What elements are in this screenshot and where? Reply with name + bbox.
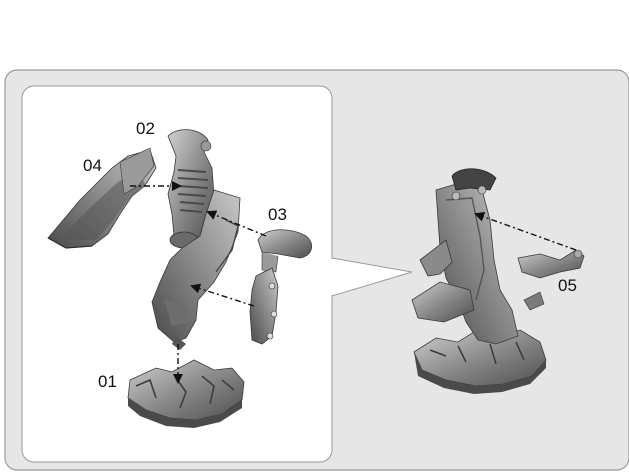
label-part-02: 02 <box>136 119 155 138</box>
label-part-04: 04 <box>83 156 102 175</box>
label-part-05: 05 <box>558 276 577 295</box>
label-part-03: 03 <box>268 205 287 224</box>
label-part-01: 01 <box>98 372 117 391</box>
